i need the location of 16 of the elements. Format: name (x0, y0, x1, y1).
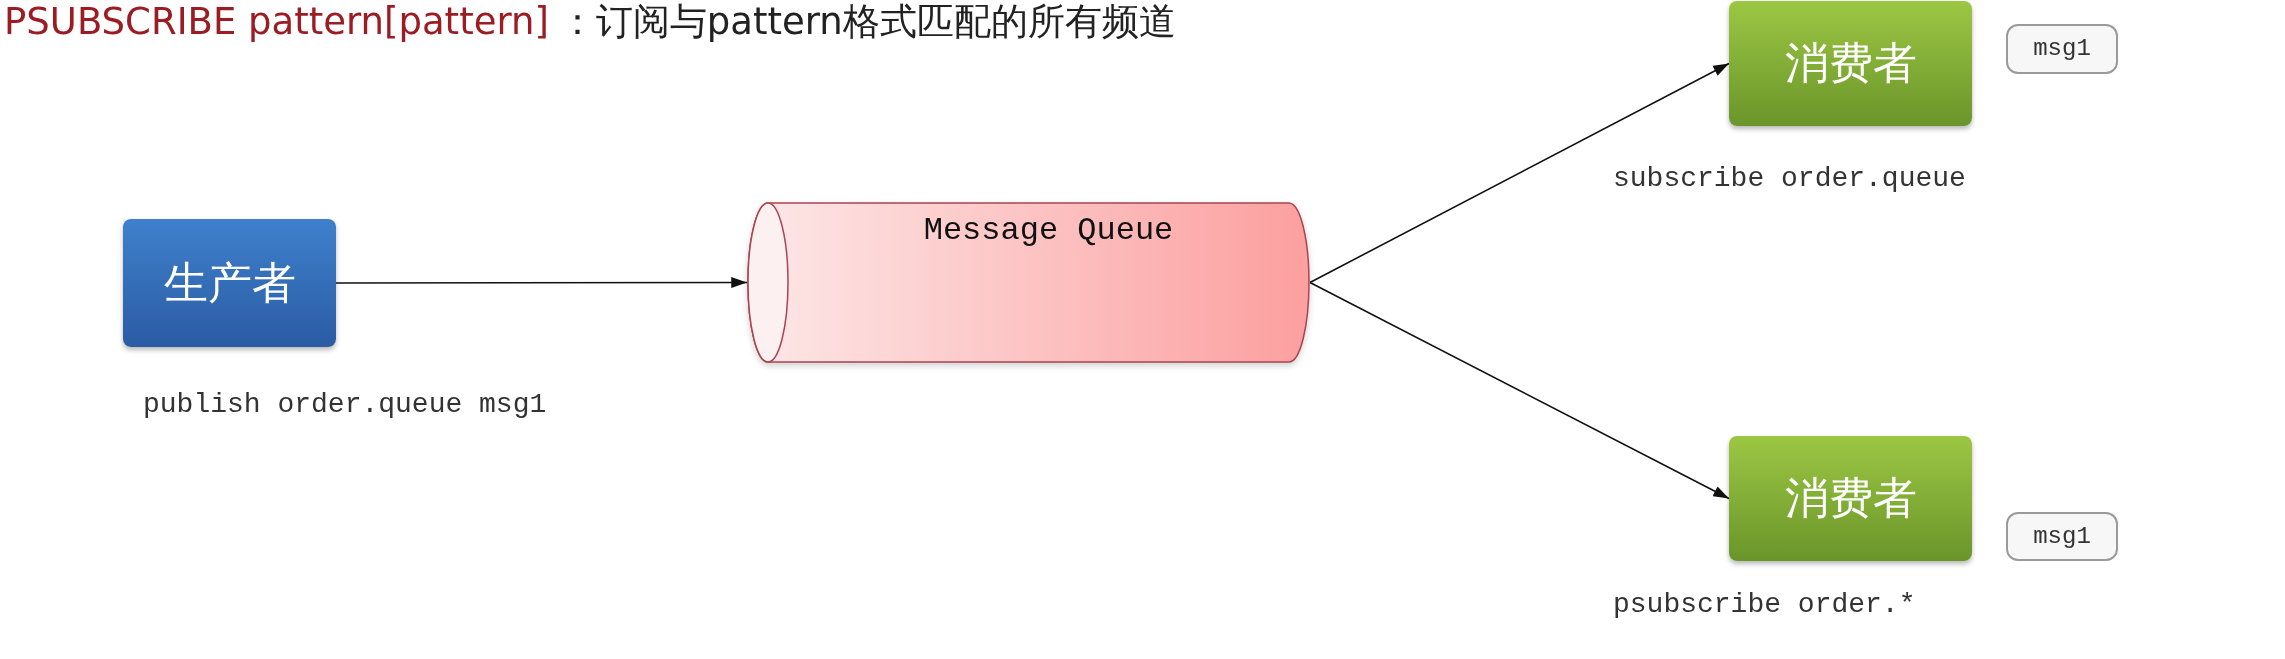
node-caption: subscribe order.queue (1613, 162, 1966, 196)
node-label: msg1 (2033, 521, 2091, 552)
node-caption: publish order.queue msg1 (143, 388, 547, 422)
node-caption: psubscribe order.* (1613, 588, 1916, 622)
node-label: 消费者 (1784, 38, 1917, 89)
command-syntax: PSUBSCRIBE pattern[pattern] (4, 0, 549, 44)
arrow (1309, 281, 1730, 500)
heading-text: ：订阅与pattern格式匹配的所有频道 (558, 0, 1176, 44)
node-label: 生产者 (163, 257, 296, 309)
node-label: 消费者 (1784, 473, 1917, 524)
node-label: msg1 (2033, 34, 2091, 64)
tag-box (2006, 24, 2118, 74)
arrow (335, 277, 748, 288)
tag-box (2006, 512, 2118, 561)
node-label: Message Queue (923, 212, 1174, 250)
arrow (1309, 62, 1730, 284)
